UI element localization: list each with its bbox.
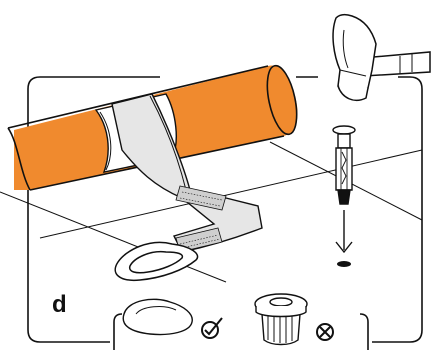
strap-ring [115, 242, 197, 280]
hammer-icon [333, 15, 430, 101]
wrong-cap-icon [255, 294, 307, 345]
correct-cap-icon [123, 299, 192, 334]
anchor-pin-icon [333, 126, 355, 204]
check-circle-icon [202, 318, 222, 338]
down-arrow-icon [336, 210, 352, 252]
hole-icon [337, 261, 351, 267]
step-label: d [52, 293, 67, 317]
x-circle-icon [317, 324, 333, 340]
